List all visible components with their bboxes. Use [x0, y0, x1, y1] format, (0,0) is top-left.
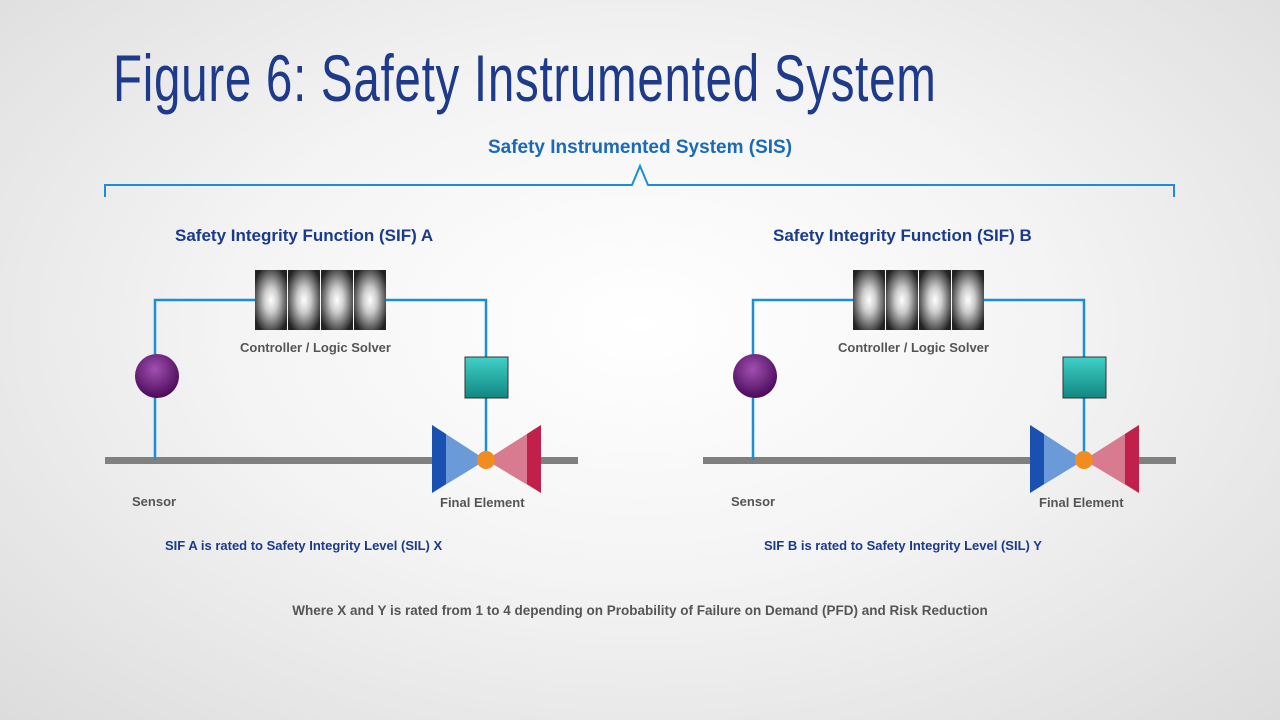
controller-logic-solver	[255, 270, 386, 330]
sif-b-title: Safety Integrity Function (SIF) B	[773, 226, 1032, 245]
sif-b-rating: SIF B is rated to Safety Integrity Level…	[764, 538, 1042, 553]
valve-right-band	[527, 425, 541, 493]
sis-brace	[104, 163, 1175, 197]
sif-a-sensor-label: Sensor	[132, 494, 177, 509]
valve-stem-icon	[477, 451, 495, 469]
controller-block	[321, 270, 353, 330]
sif-a-graphic	[105, 270, 578, 493]
sif-a-rating: SIF A is rated to Safety Integrity Level…	[165, 538, 443, 553]
sif-b-sensor-label: Sensor	[731, 494, 776, 509]
valve-icon	[432, 425, 541, 493]
pipe	[105, 457, 578, 464]
sif-b-graphic	[701, 268, 1178, 495]
valve-left-band	[432, 425, 446, 493]
controller-block	[288, 270, 320, 330]
actuator-icon	[464, 356, 509, 399]
controller-block	[255, 270, 287, 330]
sif-a-final-element-label: Final Element	[440, 495, 525, 510]
signal-wire	[153, 298, 488, 460]
footnote: Where X and Y is rated from 1 to 4 depen…	[292, 603, 988, 618]
sif-a-controller-label: Controller / Logic Solver	[240, 340, 391, 355]
sif-a-title: Safety Integrity Function (SIF) A	[175, 226, 434, 245]
page-title: Figure 6: Safety Instrumented System	[113, 41, 937, 115]
sensor-icon	[135, 354, 179, 398]
sif-b-final-element-label: Final Element	[1039, 495, 1124, 510]
sif-b-controller-label: Controller / Logic Solver	[838, 340, 989, 355]
sis-label: Safety Instrumented System (SIS)	[487, 137, 793, 158]
controller-block	[354, 270, 386, 330]
